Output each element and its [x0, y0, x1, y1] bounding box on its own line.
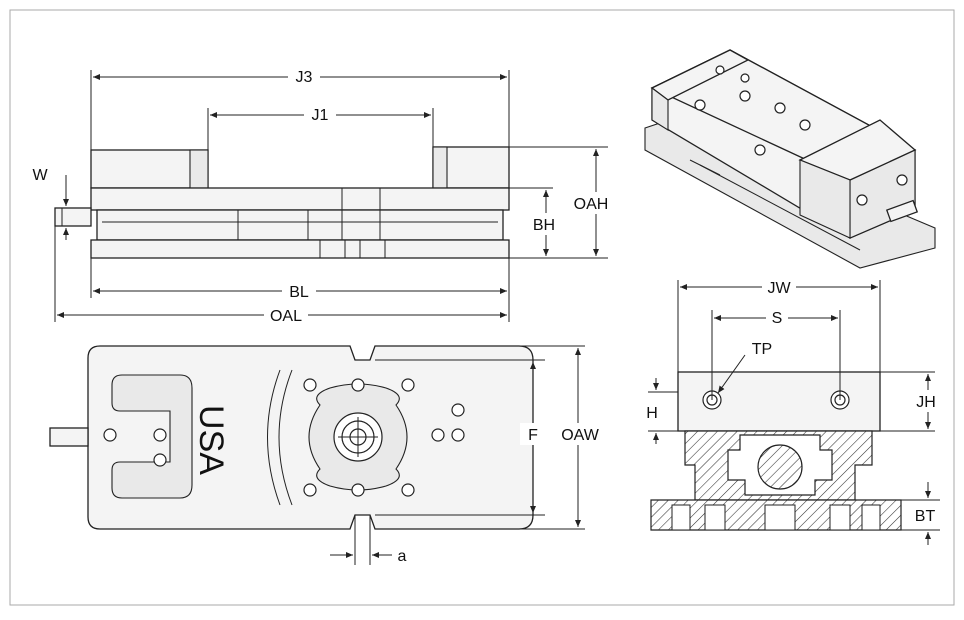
isometric-view — [644, 49, 936, 269]
label-oaw: OAW — [561, 427, 600, 444]
label-bl: BL — [289, 284, 309, 301]
label-oah: OAH — [574, 196, 609, 213]
label-s: S — [772, 310, 783, 327]
label-jw: JW — [767, 280, 791, 297]
label-usa: USA — [192, 405, 230, 475]
label-tp: TP — [752, 341, 772, 358]
plan-view: USA F OAW a — [49, 345, 606, 565]
label-a: a — [398, 548, 407, 565]
drawing-border — [9, 9, 955, 606]
front-view: J3 J1 W BH OAH BL OAL — [32, 66, 614, 325]
section-view: JW S TP H JH BT — [646, 277, 944, 545]
label-j1: J1 — [312, 107, 329, 124]
label-w: W — [32, 167, 48, 184]
label-h: H — [646, 405, 658, 422]
label-oal: OAL — [270, 308, 302, 325]
label-jh: JH — [916, 394, 936, 411]
label-bh: BH — [533, 217, 555, 234]
label-bt: BT — [915, 508, 936, 525]
label-j3: J3 — [296, 69, 313, 86]
label-f: F — [528, 427, 538, 444]
